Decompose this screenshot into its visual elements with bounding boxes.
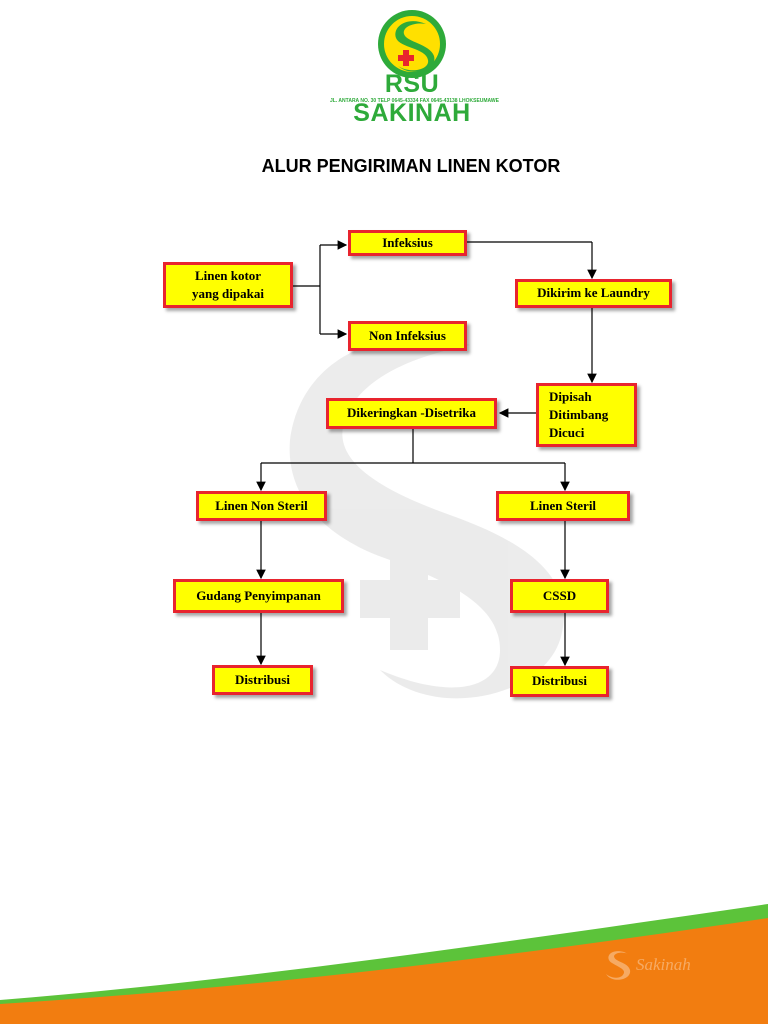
node-infeksius: Infeksius (348, 230, 467, 256)
node-non-infeksius: Non Infeksius (348, 321, 467, 351)
page-title: ALUR PENGIRIMAN LINEN KOTOR (261, 156, 561, 176)
node-dipisah: Dipisah Ditimbang Dicuci (536, 383, 637, 447)
node-gudang: Gudang Penyimpanan (173, 579, 344, 613)
footer-watermark: Sakinah (636, 955, 691, 974)
hospital-logo (330, 8, 494, 112)
node-dikeringkan: Dikeringkan -Disetrika (326, 398, 497, 429)
node-linen-kotor: Linen kotor yang dipakai (163, 262, 293, 308)
node-distribusi-right: Distribusi (510, 666, 609, 697)
logo-name: RSU SAKINAH (353, 70, 471, 127)
logo-address: JL. ANTARA NO. 30 TELP 0645-43334 FAX 06… (330, 98, 499, 104)
node-linen-steril: Linen Steril (496, 491, 630, 521)
node-linen-non-steril: Linen Non Steril (196, 491, 327, 521)
node-cssd: CSSD (510, 579, 609, 613)
node-dikirim-laundry: Dikirim ke Laundry (515, 279, 672, 308)
node-distribusi-left: Distribusi (212, 665, 313, 695)
